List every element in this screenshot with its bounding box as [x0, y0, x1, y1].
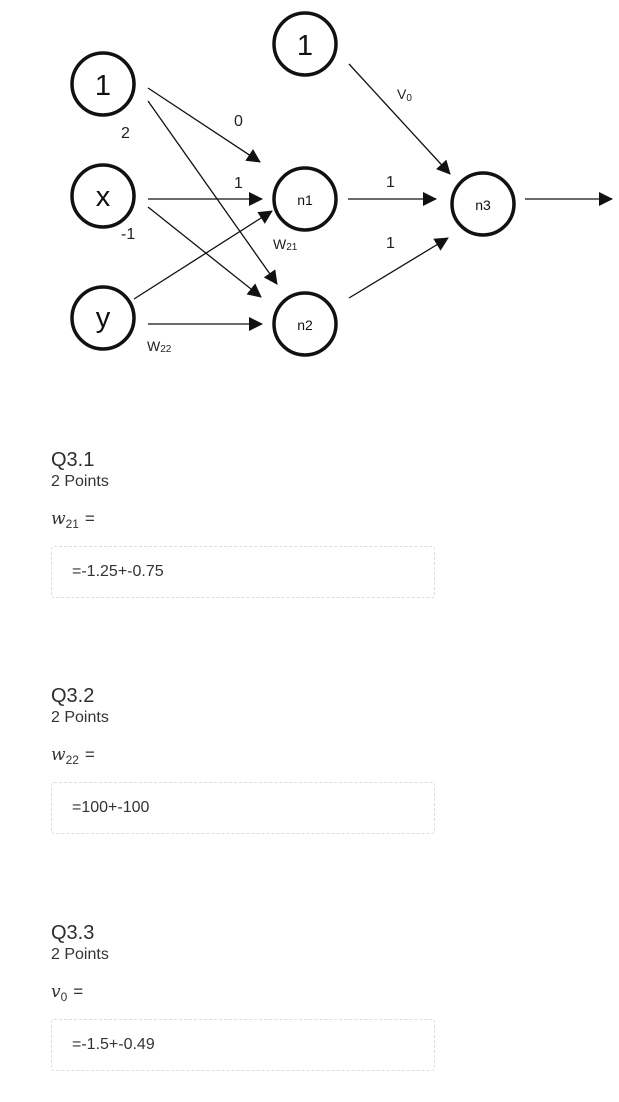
node-n2	[272, 291, 338, 357]
node-bias-top	[272, 11, 338, 77]
question-q3-2: Q3.2 2 Points w22 = =100+-100	[51, 684, 437, 834]
edge-bias-to-n2	[147, 100, 278, 285]
edge-bias-to-n1	[147, 87, 261, 163]
node-input-x	[70, 163, 136, 229]
variable-name: v	[51, 982, 61, 1002]
question-q3-1: Q3.1 2 Points w21 = =-1.25+-0.75	[51, 448, 437, 598]
equals-sign: =	[84, 509, 95, 528]
question-prompt: w22 =	[51, 744, 437, 768]
answer-value: =-1.25+-0.75	[72, 563, 164, 580]
answer-field[interactable]: =-1.25+-0.75	[51, 546, 435, 598]
answer-value: =100+-100	[72, 799, 150, 816]
question-points: 2 Points	[51, 709, 109, 726]
question-title: Q3.3	[51, 922, 95, 944]
edge-bias-to-n3	[348, 63, 451, 175]
equals-sign: =	[73, 982, 84, 1001]
question-points: 2 Points	[51, 473, 109, 490]
node-input-x-label: x	[96, 181, 111, 213]
variable-subscript: 22	[65, 753, 79, 767]
node-bias-left	[70, 51, 136, 117]
node-n1-label: n1	[297, 192, 313, 208]
weight-x-n1: 1	[234, 175, 243, 192]
weight-bias-n2: 2	[121, 125, 130, 142]
question-title: Q3.1	[51, 449, 95, 471]
weight-w21-label: W21	[273, 236, 298, 253]
edge-x-to-n2	[147, 206, 262, 298]
node-n2-label: n2	[297, 317, 313, 333]
question-q3-3: Q3.3 2 Points v0 = =-1.5+-0.49	[51, 921, 437, 1071]
node-n3	[450, 171, 516, 237]
node-input-y	[70, 285, 136, 351]
weight-bias-n1: 0	[234, 113, 243, 130]
weight-n1-n3: 1	[386, 174, 395, 191]
variable-subscript: 0	[60, 990, 68, 1004]
variable-name: w	[51, 745, 66, 765]
answer-field[interactable]: =-1.5+-0.49	[51, 1019, 435, 1071]
variable-subscript: 21	[65, 517, 79, 531]
node-n3-label: n3	[475, 197, 491, 213]
neural-network-diagram: 1 1 x y n1 n2 n3 0 2 1 -1 1 1 V0 W21 W22	[70, 11, 613, 357]
weight-w22-label: W22	[147, 338, 172, 355]
question-prompt: w21 =	[51, 508, 437, 532]
question-points: 2 Points	[51, 946, 109, 963]
edge-y-to-n1	[133, 210, 273, 300]
weight-v0-label: V0	[397, 86, 412, 104]
node-bias-top-label: 1	[297, 30, 313, 62]
weight-n2-n3: 1	[386, 235, 395, 252]
answer-field[interactable]: =100+-100	[51, 782, 435, 834]
edge-n2-to-n3	[348, 237, 449, 299]
node-bias-left-label: 1	[95, 70, 111, 102]
equals-sign: =	[84, 745, 95, 764]
node-input-y-label: y	[96, 302, 111, 334]
question-prompt: v0 =	[51, 981, 437, 1005]
node-n1	[272, 166, 338, 232]
weight-x-n2: -1	[121, 226, 135, 243]
variable-name: w	[51, 509, 66, 529]
question-title: Q3.2	[51, 685, 95, 707]
answer-value: =-1.5+-0.49	[72, 1036, 155, 1053]
